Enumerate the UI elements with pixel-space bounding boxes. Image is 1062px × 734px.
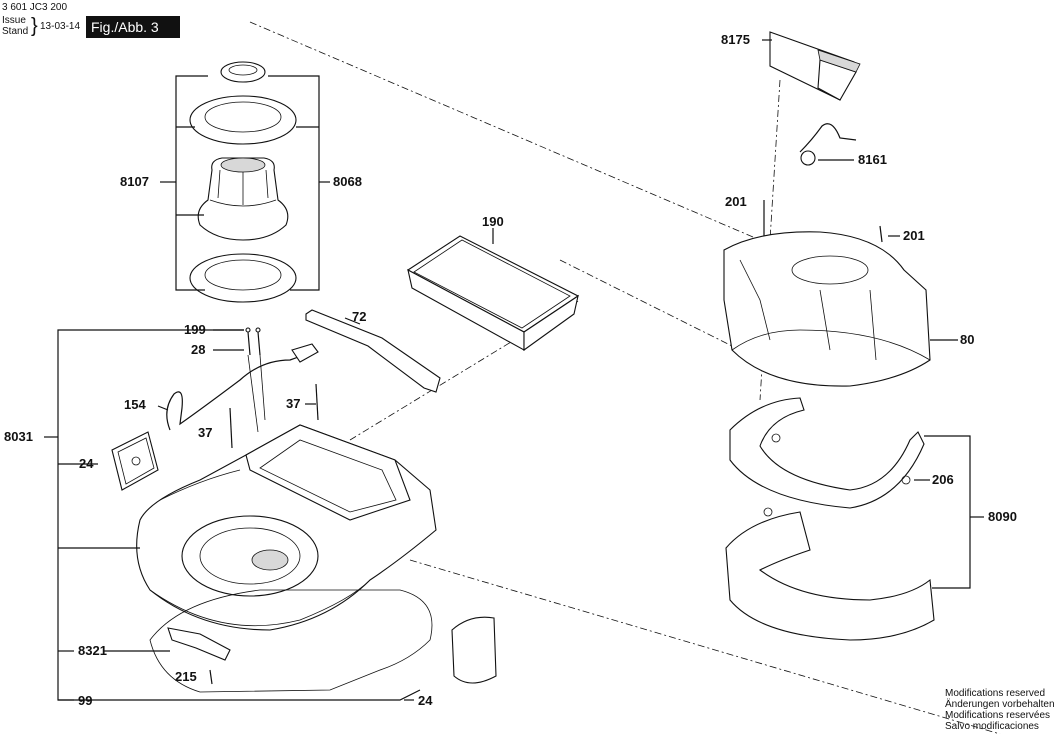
bracket-8321 xyxy=(167,627,231,661)
ring-lower-8090 xyxy=(725,511,935,641)
label-8321: 8321 xyxy=(78,643,107,658)
doc-number: 3 601 JC3 200 xyxy=(2,2,68,13)
motor-gasket-lower xyxy=(189,253,297,303)
label-154: 154 xyxy=(124,397,146,412)
figure-label: Fig./Abb. 3 xyxy=(86,16,180,38)
modifications-notes: Modifications reserved Änderungen vorbeh… xyxy=(945,688,1055,732)
label-80: 80 xyxy=(960,332,975,347)
label-8031: 8031 xyxy=(4,429,33,444)
issue-date: 13-03-14 xyxy=(40,21,81,32)
note-french: Modifications reservées xyxy=(945,710,1051,721)
label-201-left: 201 xyxy=(725,194,747,209)
handle-72 xyxy=(305,309,441,393)
lid-80 xyxy=(723,231,931,387)
note-spanish: Salvo modificaciones xyxy=(945,721,1039,732)
label-8107: 8107 xyxy=(120,174,149,189)
motor-gasket-upper xyxy=(189,95,297,145)
bracket-8107 xyxy=(175,75,208,291)
label-28: 28 xyxy=(191,342,206,357)
bracket-8068 xyxy=(268,75,320,291)
label-8175: 8175 xyxy=(721,32,750,47)
label-99: 99 xyxy=(78,693,93,708)
label-215: 215 xyxy=(175,669,197,684)
lid-opening xyxy=(791,255,869,285)
ring-upper-8090 xyxy=(729,397,925,509)
label-8068: 8068 xyxy=(333,174,362,189)
note-german: Änderungen vorbehalten xyxy=(945,699,1055,710)
assembly-axis-left xyxy=(249,21,761,241)
label-37-upper: 37 xyxy=(286,396,301,411)
label-206: 206 xyxy=(932,472,954,487)
label-199: 199 xyxy=(184,322,206,337)
label-24-left: 24 xyxy=(79,456,94,471)
label-72: 72 xyxy=(352,309,367,324)
stand-label: Stand xyxy=(2,26,29,37)
issue-brace: } xyxy=(31,15,38,37)
sensor-8161 xyxy=(799,123,857,153)
cover-plate-24-bottom xyxy=(451,616,497,684)
label-201-right: 201 xyxy=(903,228,925,243)
power-cable-154 xyxy=(166,351,309,431)
label-24-bottom: 24 xyxy=(418,693,433,708)
assembly-axis-lower xyxy=(409,559,1001,734)
issue-label: Issue xyxy=(2,15,26,26)
cover-plate-24-left xyxy=(111,431,159,491)
gasket-99 xyxy=(149,589,433,693)
note-english: Modifications reserved xyxy=(945,688,1046,699)
label-37-lower: 37 xyxy=(198,425,213,440)
housing-motor-seat xyxy=(181,515,319,597)
label-8090: 8090 xyxy=(988,509,1017,524)
bracket-8090 xyxy=(924,435,971,589)
label-8161: 8161 xyxy=(858,152,887,167)
label-190: 190 xyxy=(482,214,504,229)
